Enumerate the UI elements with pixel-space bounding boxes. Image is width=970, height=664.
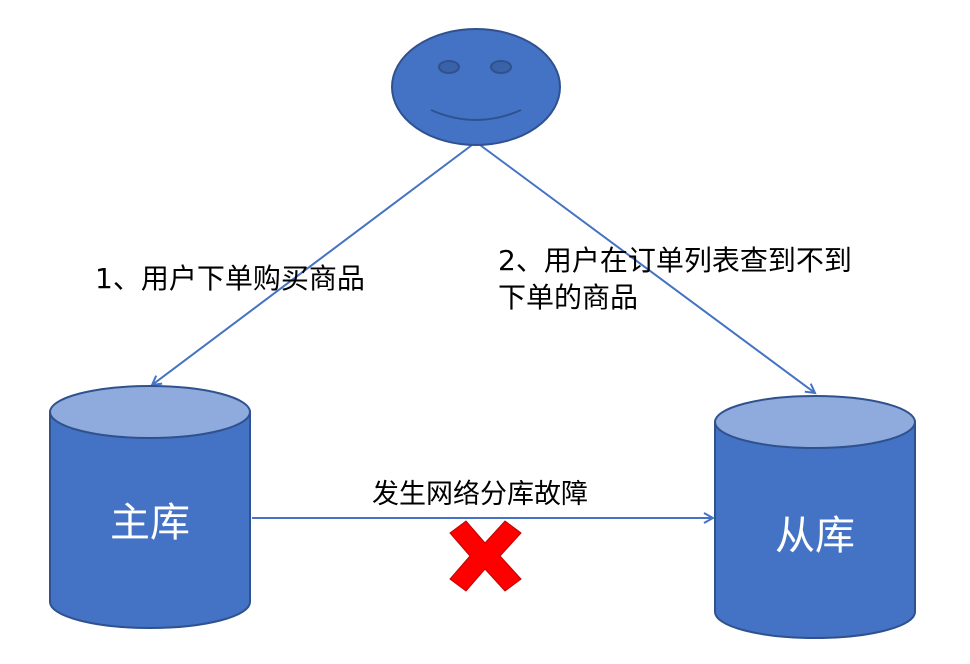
smile [430, 109, 522, 121]
replica-db-label: 从库 [775, 513, 855, 559]
replication-label: 发生网络分库故障 [372, 479, 588, 510]
arrow-user-to-primary [152, 141, 477, 385]
database-cylinder-icon [49, 411, 251, 629]
step1-label: 1、用户下单购买商品 [95, 262, 365, 295]
database-top [714, 395, 916, 449]
left-eye [438, 60, 460, 74]
database-top [49, 385, 251, 439]
arrow-user-to-replica [475, 141, 815, 393]
right-eye [490, 60, 512, 74]
primary-database: 主库 [49, 385, 251, 629]
step2-label-line2: 下单的商品 [498, 281, 638, 314]
step2-label-line1: 2、用户在订单列表查到不到 [498, 244, 852, 277]
replica-database: 从库 [714, 395, 916, 639]
red-cross-icon [449, 520, 522, 592]
smiley-face-icon [391, 28, 561, 146]
primary-db-label: 主库 [110, 500, 190, 546]
database-cylinder-icon [714, 421, 916, 639]
